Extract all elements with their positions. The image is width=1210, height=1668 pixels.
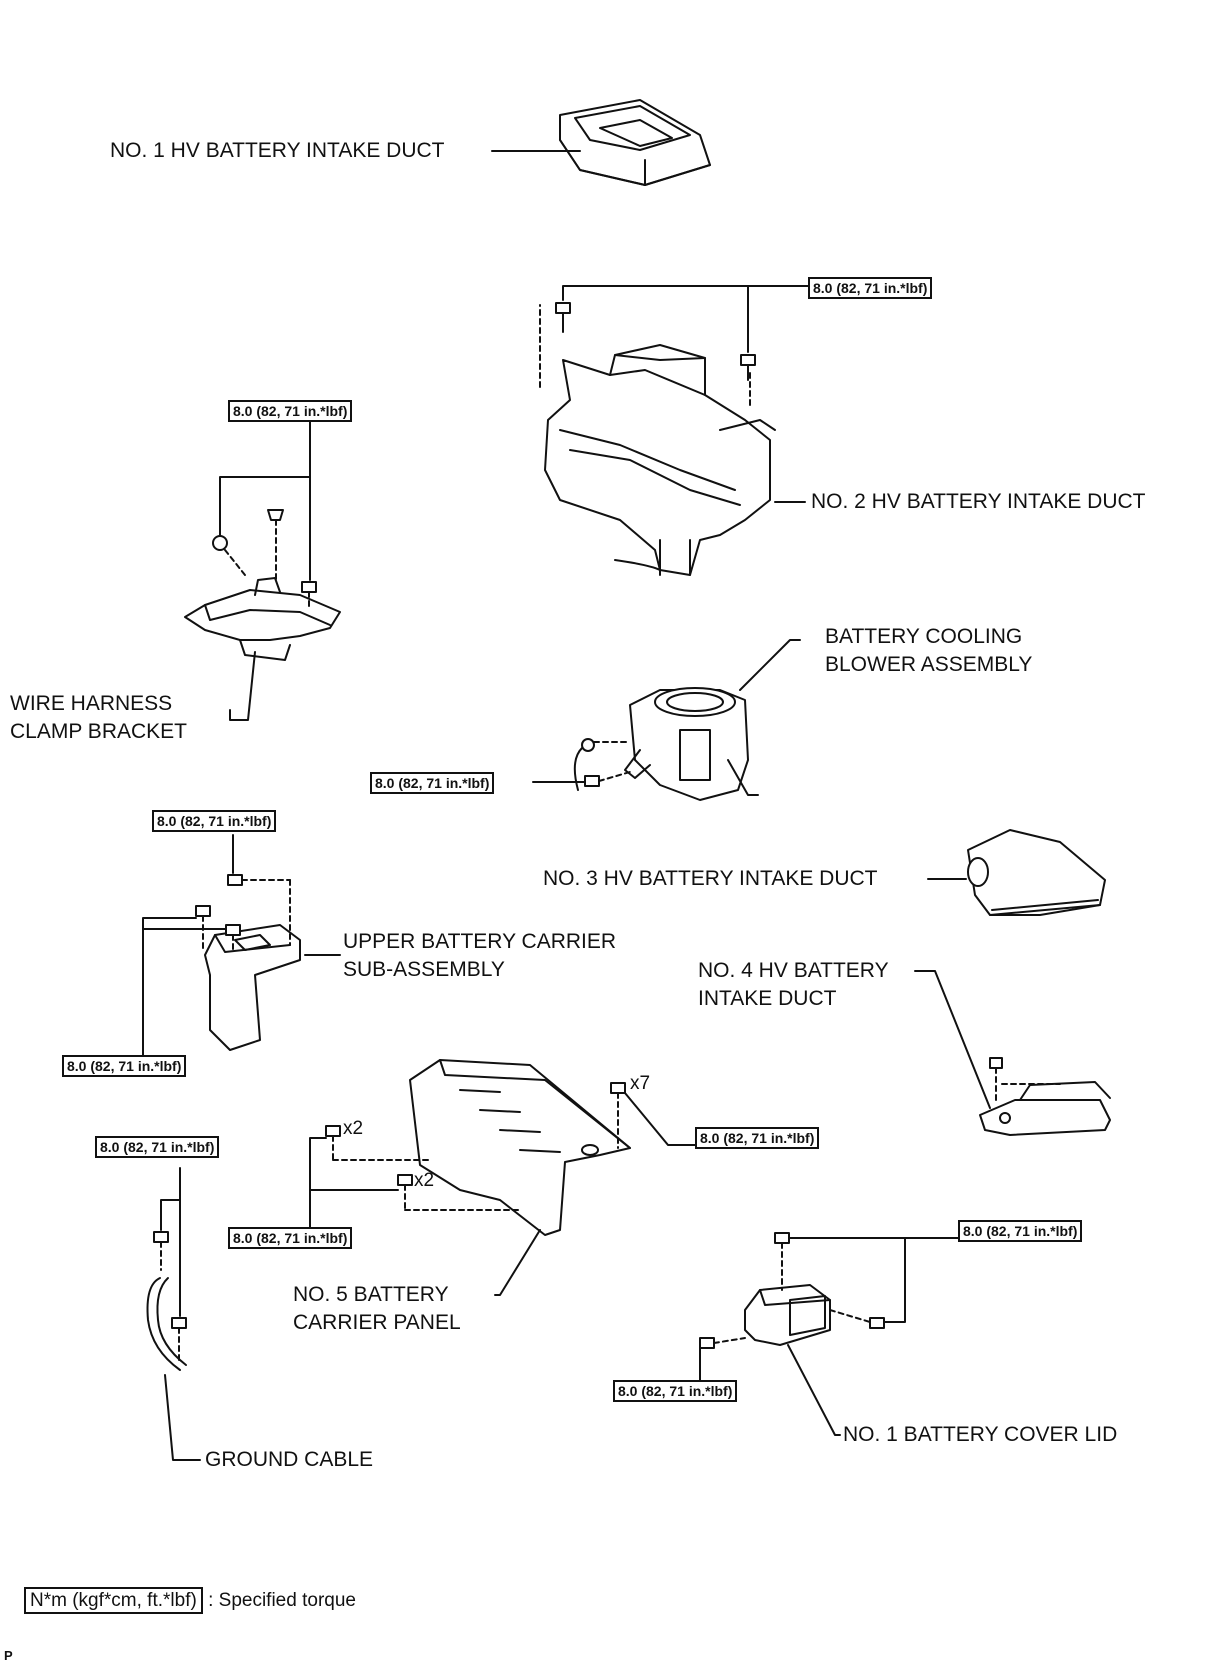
no3-intake-duct-drawing: [927, 829, 1106, 916]
no2-intake-duct-drawing: [539, 285, 809, 576]
torque-legend: N*m (kgf*cm, ft.*lbf) : Specified torque: [24, 1587, 356, 1614]
upper-carrier-drawing: [142, 834, 341, 1056]
torque-cover-lid-left: 8.0 (82, 71 in.*lbf): [613, 1380, 738, 1402]
label-upper-carrier-line2: SUB-ASSEMBLY: [343, 958, 505, 981]
torque-cover-lid-right: 8.0 (82, 71 in.*lbf): [958, 1220, 1083, 1242]
label-upper-carrier-line1: UPPER BATTERY CARRIER: [343, 930, 617, 953]
no1-intake-duct-drawing: [491, 99, 711, 186]
label-blower-line2: BLOWER ASSEMBLY: [825, 653, 1033, 676]
label-no2-intake-duct: NO. 2 HV BATTERY INTAKE DUCT: [811, 490, 1146, 513]
label-no5-line2: CARRIER PANEL: [293, 1311, 461, 1334]
torque-wire-bracket: 8.0 (82, 71 in.*lbf): [228, 400, 353, 422]
torque-no5-panel-right: 8.0 (82, 71 in.*lbf): [695, 1127, 820, 1149]
qty-x2-lower: x2: [414, 1170, 435, 1191]
torque-no5-panel-left: 8.0 (82, 71 in.*lbf): [228, 1227, 353, 1249]
label-ground-cable: GROUND CABLE: [205, 1448, 374, 1471]
torque-blower: 8.0 (82, 71 in.*lbf): [370, 772, 495, 794]
label-no5-line1: NO. 5 BATTERY: [293, 1283, 449, 1306]
torque-no2-duct: 8.0 (82, 71 in.*lbf): [808, 277, 933, 299]
torque-upper-carrier-bottom: 8.0 (82, 71 in.*lbf): [62, 1055, 187, 1077]
label-no3-intake-duct: NO. 3 HV BATTERY INTAKE DUCT: [543, 867, 878, 890]
torque-ground-cable: 8.0 (82, 71 in.*lbf): [95, 1136, 220, 1158]
label-wire-harness-line2: CLAMP BRACKET: [10, 720, 187, 743]
corner-mark: P: [4, 1648, 13, 1663]
legend-unit-box: N*m (kgf*cm, ft.*lbf): [24, 1587, 203, 1614]
no1-cover-lid-drawing: [699, 1232, 1051, 1436]
qty-x7: x7: [630, 1073, 651, 1094]
label-blower-line1: BATTERY COOLING: [825, 625, 1023, 648]
legend-description: : Specified torque: [208, 1590, 356, 1611]
wire-harness-bracket-drawing: [184, 419, 341, 721]
label-no1-cover-lid: NO. 1 BATTERY COVER LID: [843, 1423, 1118, 1446]
ground-cable-drawing: [146, 1167, 201, 1461]
no5-carrier-panel-drawing: [309, 1059, 696, 1296]
label-no4-line2: INTAKE DUCT: [698, 987, 837, 1010]
no4-intake-duct-drawing: [914, 970, 1111, 1136]
qty-x2-upper: x2: [343, 1118, 364, 1139]
label-no4-line1: NO. 4 HV BATTERY: [698, 959, 889, 982]
label-wire-harness-line1: WIRE HARNESS: [10, 692, 173, 715]
blower-assembly-drawing: [532, 639, 801, 801]
label-no1-intake-duct: NO. 1 HV BATTERY INTAKE DUCT: [110, 139, 445, 162]
torque-upper-carrier-top: 8.0 (82, 71 in.*lbf): [152, 810, 277, 832]
